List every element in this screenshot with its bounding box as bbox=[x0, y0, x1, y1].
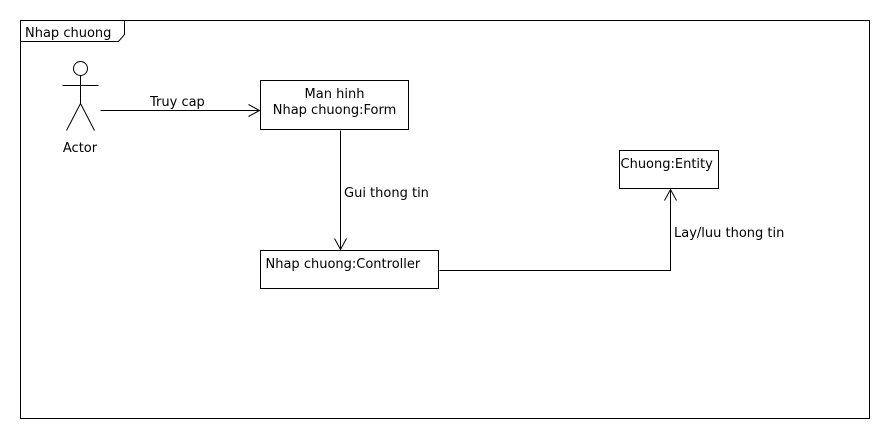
actor-left-leg bbox=[66, 103, 81, 131]
edge-form-to-controller bbox=[334, 130, 347, 251]
arrowhead bbox=[334, 238, 347, 251]
frame-title-tab bbox=[20, 20, 125, 42]
entity-node-label: Chuong:Entity bbox=[621, 157, 714, 172]
actor-label: Actor bbox=[63, 141, 98, 156]
edge-actor-to-form bbox=[100, 104, 261, 117]
arrowhead bbox=[664, 188, 677, 201]
arrowhead bbox=[248, 104, 261, 117]
form-node[interactable] bbox=[260, 80, 409, 130]
actor-figure[interactable] bbox=[62, 61, 99, 131]
controller-node-label: Nhap chuong:Controller bbox=[266, 257, 421, 272]
form-node-title: Man hinh bbox=[305, 87, 365, 102]
edge-label-gui-thong-tin: Gui thong tin bbox=[344, 186, 429, 201]
frame-title: Nhap chuong bbox=[25, 26, 111, 41]
actor-right-leg bbox=[80, 103, 95, 131]
edge-controller-to-entity bbox=[439, 188, 677, 271]
edge-label-truy-cap: Truy cap bbox=[149, 95, 205, 110]
form-node-label: Nhap chuong:Form bbox=[273, 103, 397, 118]
controller-node[interactable] bbox=[260, 250, 439, 289]
edge-label-lay-luu-thong-tin: Lay/luu thong tin bbox=[674, 226, 784, 241]
entity-node[interactable] bbox=[619, 150, 719, 189]
diagram-frame bbox=[20, 20, 870, 419]
actor-head bbox=[73, 61, 88, 76]
